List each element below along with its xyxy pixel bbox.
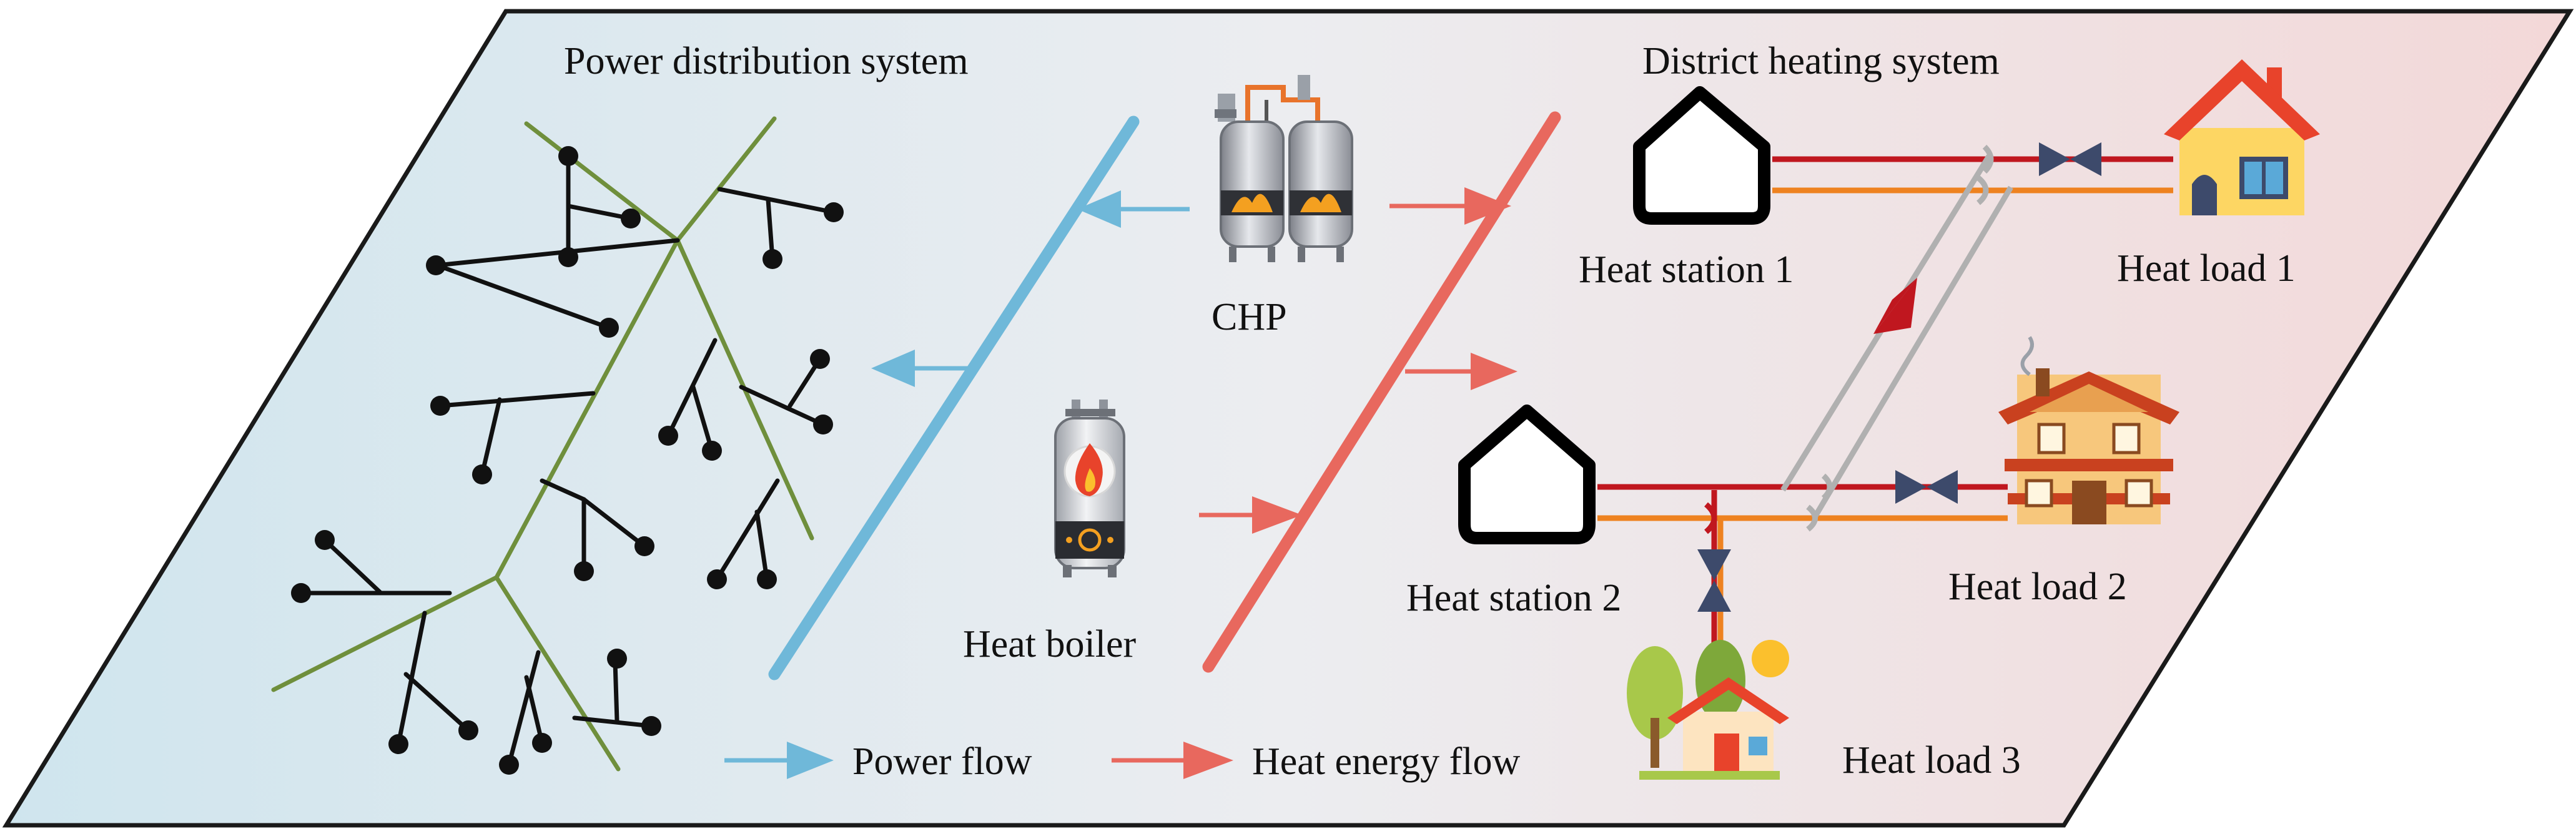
power-system-title: Power distribution system [564, 40, 969, 82]
heat-boiler-label: Heat boiler [963, 623, 1137, 665]
legend-heat-flow-arrow [1112, 742, 1233, 779]
heat-boiler-icon [1054, 400, 1125, 577]
valve-icon [2039, 142, 2101, 176]
heat-flow-arrow-2 [1405, 353, 1517, 390]
heat-station-1-label: Heat station 1 [1579, 248, 1794, 291]
chp-plant-icon [1215, 75, 1353, 262]
legend-power-flow-arrow [724, 742, 834, 779]
valve-icon [1697, 549, 1731, 612]
cottage-icon [1627, 640, 1789, 780]
house-icon [2164, 59, 2320, 215]
heat-load-2-label: Heat load 2 [1948, 566, 2127, 608]
chp-label: CHP [1212, 296, 1287, 338]
heat-flow-arrow-3 [1199, 496, 1302, 534]
power-bus-line [768, 115, 1140, 680]
heat-station-2-label: Heat station 2 [1406, 577, 1621, 619]
valve-icon [1873, 278, 1917, 334]
heat-load-3-label: Heat load 3 [1842, 739, 2021, 782]
power-flow-arrow-2 [871, 350, 971, 387]
power-distribution-tree [271, 116, 844, 775]
heating-system-title: District heating system [1642, 40, 2000, 82]
legend-power-flow-label: Power flow [852, 740, 1032, 783]
heat-flow-arrow-1 [1389, 187, 1511, 225]
legend-heat-flow-label: Heat energy flow [1252, 740, 1520, 783]
heat-load-1-label: Heat load 1 [2117, 247, 2296, 290]
chalet-icon [1998, 336, 2179, 524]
power-flow-arrow-1 [1077, 190, 1190, 228]
heat-station-icon [1458, 405, 1596, 544]
valve-icon [1895, 470, 1958, 504]
heat-station-icon [1633, 86, 1770, 225]
legend: Power flow Heat energy flow [724, 740, 1520, 783]
